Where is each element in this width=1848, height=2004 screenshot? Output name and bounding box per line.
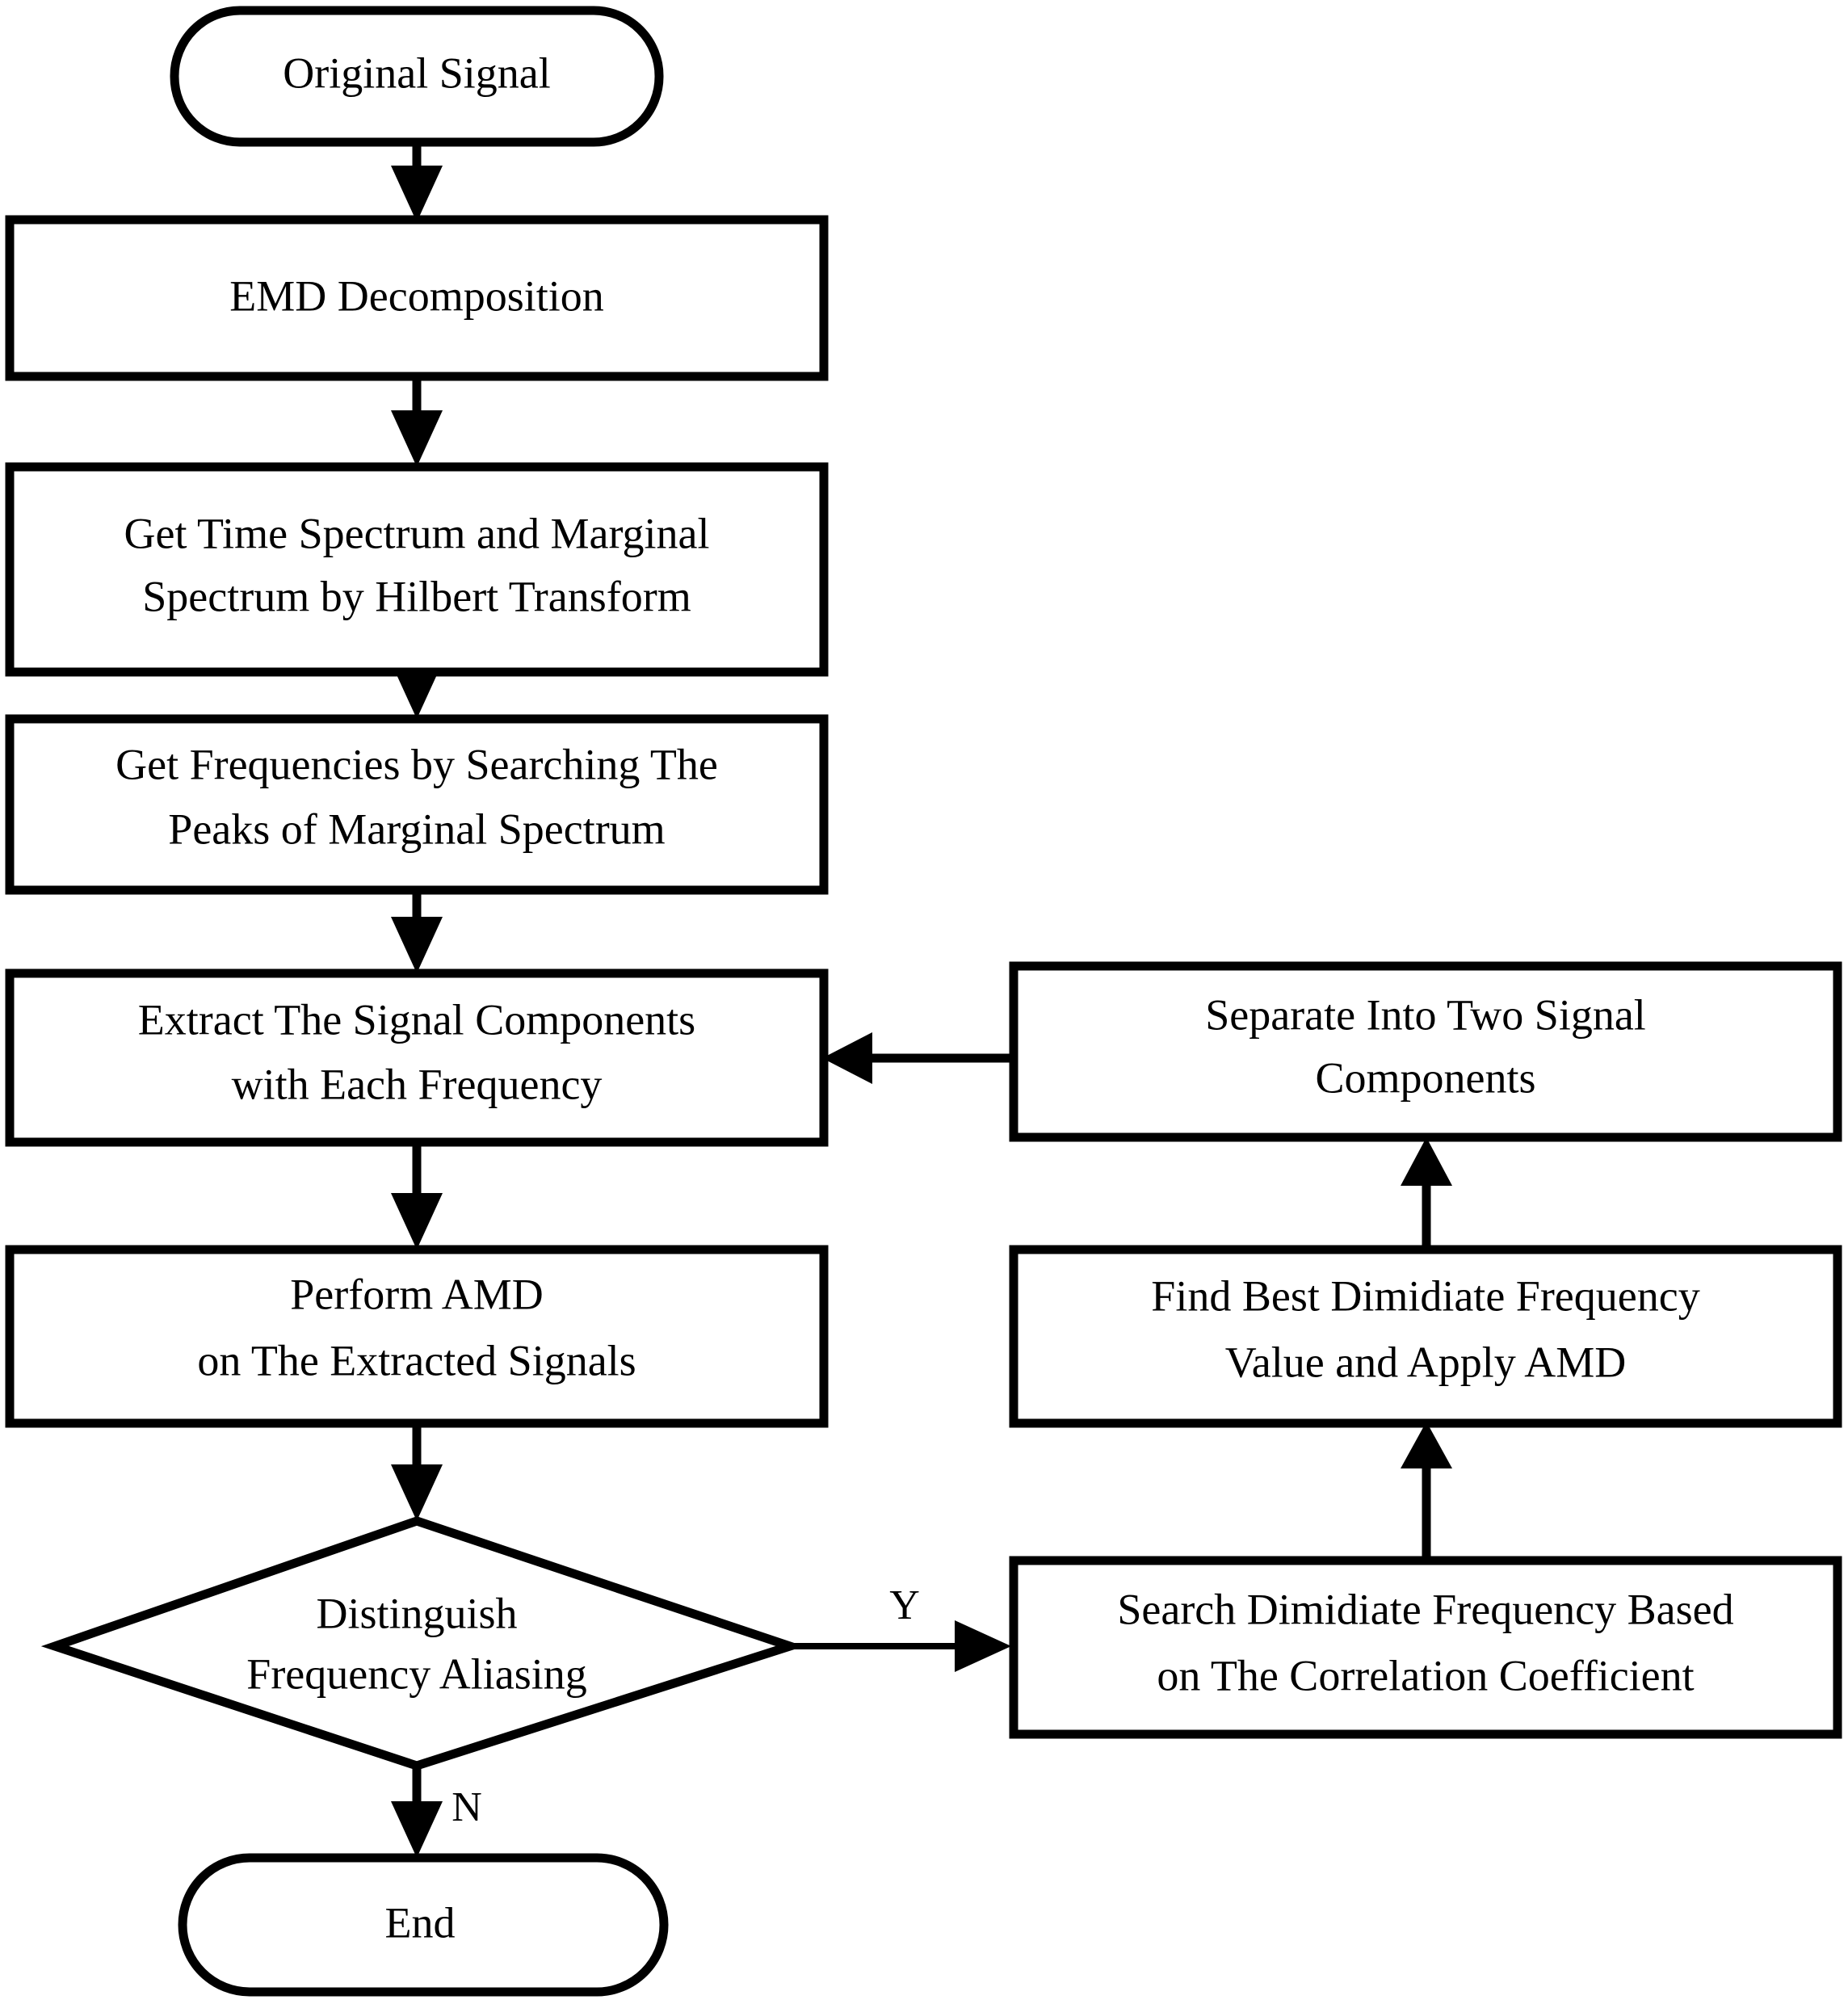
node-separate-components-line1: Separate Into Two Signal bbox=[1205, 990, 1646, 1039]
connector-emd-to-hilbert bbox=[391, 376, 443, 467]
node-original-signal[interactable]: Original Signal bbox=[170, 6, 664, 147]
connector-separate-to-extract bbox=[822, 1032, 1014, 1084]
edge-label-yes: Y bbox=[889, 1582, 920, 1628]
node-perform-amd-line2: on The Extracted Signals bbox=[197, 1336, 636, 1384]
node-get-frequencies-line2: Peaks of Marginal Spectrum bbox=[168, 805, 665, 853]
node-end-label: End bbox=[385, 1898, 456, 1947]
node-hilbert-transform[interactable]: Get Time Spectrum and Marginal Spectrum … bbox=[5, 462, 829, 677]
connector-decision-to-search bbox=[790, 1620, 1011, 1672]
connector-findbest-to-separate bbox=[1401, 1137, 1452, 1246]
connector-search-to-findbest bbox=[1401, 1422, 1452, 1559]
node-separate-components-line2: Components bbox=[1315, 1053, 1535, 1102]
node-extract-components-line1: Extract The Signal Components bbox=[138, 995, 695, 1044]
node-perform-amd[interactable]: Perform AMD on The Extracted Signals bbox=[5, 1245, 829, 1428]
node-distinguish-line1: Distinguish bbox=[316, 1589, 517, 1637]
connector-decision-to-end bbox=[391, 1766, 443, 1858]
node-distinguish-frequency-aliasing[interactable]: Distinguish Frequency Aliasing bbox=[40, 1516, 804, 1771]
node-end[interactable]: End bbox=[178, 1853, 669, 1997]
node-original-signal-label: Original Signal bbox=[283, 48, 550, 97]
node-hilbert-transform-line2: Spectrum by Hilbert Transform bbox=[142, 572, 691, 620]
node-emd-decomposition[interactable]: EMD Decomposition bbox=[5, 215, 829, 381]
node-perform-amd-line1: Perform AMD bbox=[290, 1270, 543, 1318]
connector-amd-to-decision bbox=[391, 1423, 443, 1521]
node-extract-components[interactable]: Extract The Signal Components with Each … bbox=[5, 968, 829, 1147]
node-find-best-dimidiate[interactable]: Find Best Dimidiate Frequency Value and … bbox=[1009, 1245, 1842, 1428]
connector-peaks-to-extract bbox=[391, 890, 443, 973]
node-extract-components-line2: with Each Frequency bbox=[232, 1060, 603, 1108]
connector-extract-to-amd bbox=[391, 1142, 443, 1250]
node-hilbert-transform-line1: Get Time Spectrum and Marginal bbox=[124, 509, 710, 557]
node-distinguish-line2: Frequency Aliasing bbox=[246, 1649, 586, 1698]
connector-start-to-emd bbox=[391, 142, 443, 222]
node-emd-decomposition-label: EMD Decomposition bbox=[229, 271, 603, 320]
node-get-frequencies-line1: Get Frequencies by Searching The bbox=[116, 740, 718, 788]
node-search-dimidiate-line2: on The Correlation Coefficient bbox=[1157, 1651, 1694, 1699]
node-find-best-dimidiate-line2: Value and Apply AMD bbox=[1225, 1338, 1626, 1386]
node-search-dimidiate[interactable]: Search Dimidiate Frequency Based on The … bbox=[1009, 1556, 1842, 1739]
node-find-best-dimidiate-line1: Find Best Dimidiate Frequency bbox=[1151, 1271, 1699, 1320]
edge-label-no: N bbox=[452, 1784, 482, 1830]
node-get-frequencies[interactable]: Get Frequencies by Searching The Peaks o… bbox=[5, 714, 829, 895]
node-separate-components[interactable]: Separate Into Two Signal Components bbox=[1009, 961, 1842, 1142]
node-search-dimidiate-line1: Search Dimidiate Frequency Based bbox=[1117, 1585, 1733, 1633]
